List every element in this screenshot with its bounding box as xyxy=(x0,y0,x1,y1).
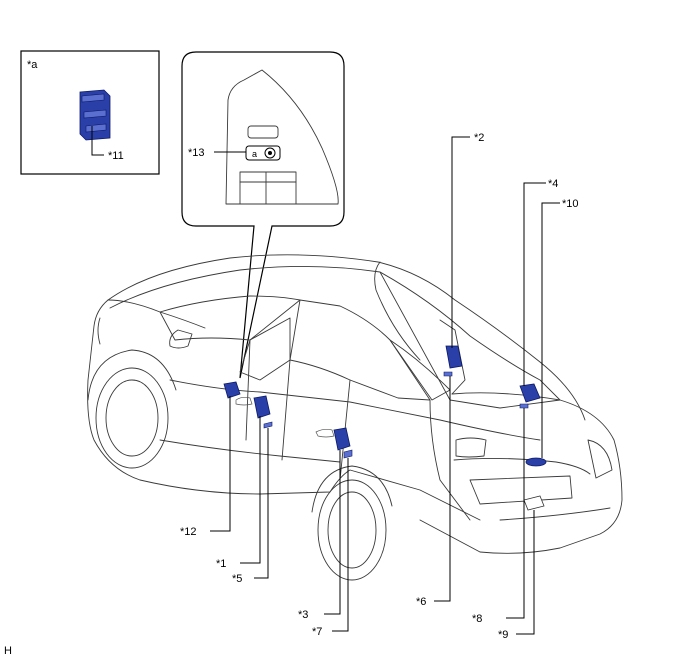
svg-text:a: a xyxy=(252,149,257,159)
leader-9 xyxy=(516,510,535,635)
callout-12: *12 xyxy=(180,526,197,538)
callout-labels: *2 *4 *10 *12 *1 *5 *3 *7 *6 *8 *9 H xyxy=(4,132,579,657)
callout-1: *1 xyxy=(216,558,226,570)
inset-a-label: *a xyxy=(27,59,38,71)
vehicle-outline xyxy=(87,254,623,581)
component-5 xyxy=(263,421,273,429)
leader-4 xyxy=(523,182,546,386)
callout-9: *9 xyxy=(498,629,508,641)
switch-upper xyxy=(247,125,279,139)
components xyxy=(223,345,547,511)
component-9 xyxy=(523,495,545,511)
component-7 xyxy=(343,449,353,459)
component-2 xyxy=(445,345,463,369)
callout-13: *13 xyxy=(188,147,205,159)
callout-11: *11 xyxy=(108,150,124,162)
callout-4: *4 xyxy=(548,178,558,190)
component-6 xyxy=(443,371,453,377)
lock-switch-icon: a xyxy=(245,145,281,161)
inset-switch-frame xyxy=(181,51,345,379)
ecu-module-icon xyxy=(79,89,111,141)
leader-5 xyxy=(254,428,269,579)
leader-3 xyxy=(324,450,341,615)
leader-6 xyxy=(434,376,451,602)
leader-12 xyxy=(210,396,231,532)
callout-2: *2 xyxy=(474,132,484,144)
leader-1 xyxy=(240,416,261,564)
door-trim-outline xyxy=(225,69,339,205)
callout-8: *8 xyxy=(472,613,482,625)
callout-10: *10 xyxy=(562,198,579,210)
switch-panel xyxy=(239,171,297,205)
component-4 xyxy=(519,383,541,403)
leader-lines xyxy=(210,136,560,635)
leader-10 xyxy=(541,202,560,458)
component-12 xyxy=(223,381,241,399)
callout-3: *3 xyxy=(298,609,308,621)
leader-7 xyxy=(332,458,349,632)
inset-a: *a *11 xyxy=(20,50,160,175)
component-3 xyxy=(333,427,351,451)
leader-11 xyxy=(91,126,104,156)
leader-2 xyxy=(451,136,470,348)
component-1 xyxy=(253,395,271,419)
inset-switch: a *13 xyxy=(181,51,345,379)
callout-7: *7 xyxy=(312,626,322,638)
callout-6: *6 xyxy=(416,596,426,608)
leader-8 xyxy=(506,408,525,619)
corner-mark: H xyxy=(4,645,12,657)
component-8 xyxy=(519,403,529,409)
component-10 xyxy=(525,457,547,467)
callout-5: *5 xyxy=(232,573,242,585)
